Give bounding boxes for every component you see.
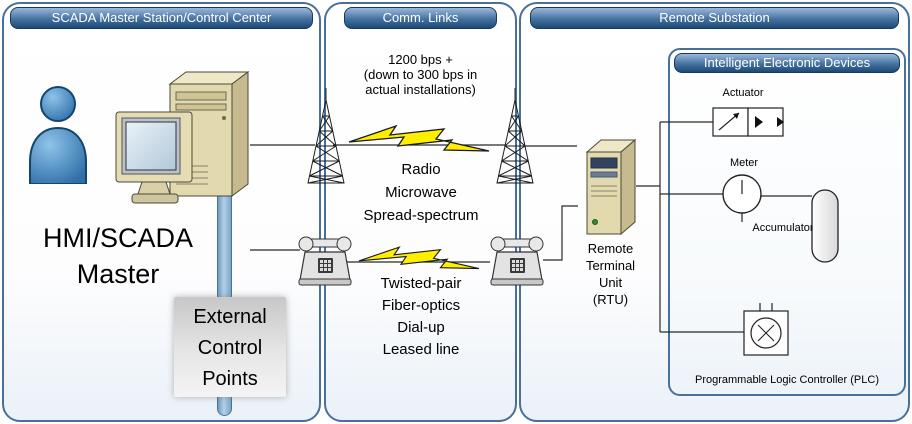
panel-comm-links-title: Comm. Links <box>344 7 497 29</box>
bps-note: 1200 bps + (down to 300 bps in actual in… <box>363 52 478 97</box>
workstation-icon <box>115 71 250 204</box>
radio-lightning-icon <box>348 124 490 152</box>
panel-remote-substation-title: Remote Substation <box>530 7 899 29</box>
wired-links-label: Twisted-pair Fiber-optics Dial-up Leased… <box>380 275 462 358</box>
actuator-icon <box>712 107 784 137</box>
radio-links-label: Radio Microwave Spread-spectrum <box>363 161 479 224</box>
panel-comm-links: Comm. Links <box>324 2 517 422</box>
hmi-master-label: HMI/SCADA Master <box>42 223 194 289</box>
radio-tower-left-icon <box>307 88 345 184</box>
meter-label: Meter <box>729 157 759 169</box>
plc-label: Programmable Logic Controller (PLC) <box>694 374 879 386</box>
meter-icon <box>722 174 762 222</box>
rtu-icon <box>585 138 637 236</box>
accumulator-icon <box>811 189 839 263</box>
plc-icon <box>743 303 789 356</box>
radio-tower-right-icon <box>496 88 534 184</box>
telephone-right-icon <box>490 236 544 286</box>
panel-master-station-title: SCADA Master Station/Control Center <box>10 7 313 29</box>
telephone-left-icon <box>298 236 352 286</box>
accumulator-label: Accumulator <box>752 222 814 234</box>
actuator-label: Actuator <box>722 87 764 99</box>
panel-ied-title: Intelligent Electronic Devices <box>674 53 900 73</box>
external-control-points-box: External Control Points <box>174 297 286 397</box>
wired-lightning-icon <box>358 246 480 270</box>
operator-icon <box>29 86 87 184</box>
panel-master-station: SCADA Master Station/Control Center <box>2 2 321 422</box>
rtu-label: Remote Terminal Unit (RTU) <box>585 241 636 307</box>
